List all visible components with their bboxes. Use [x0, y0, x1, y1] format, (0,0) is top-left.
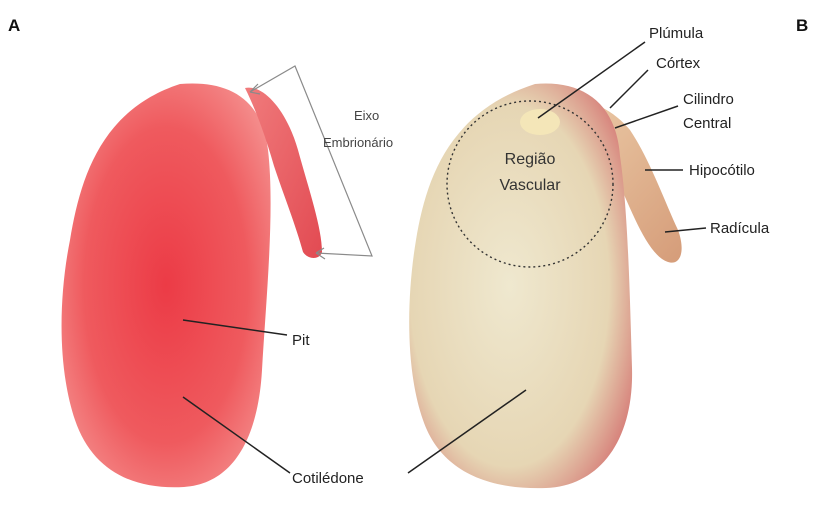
- panel-label-b: B: [796, 16, 808, 35]
- label-eixo-line2: Embrionário: [323, 135, 393, 150]
- panel-label-a: A: [8, 16, 20, 35]
- label-plumula: Plúmula: [649, 25, 704, 42]
- label-pit: Pit: [292, 332, 310, 349]
- label-regiao-line1: Região: [505, 151, 556, 168]
- label-eixo-line1: Eixo: [354, 108, 379, 123]
- label-radicula: Radícula: [710, 220, 770, 237]
- seed-a: [62, 83, 322, 487]
- cortex-leader-line: [610, 70, 648, 108]
- label-regiao-line2: Vascular: [499, 177, 561, 194]
- label-hipocotilo: Hipocótilo: [689, 162, 755, 179]
- label-cortex: Córtex: [656, 55, 701, 72]
- label-cilindro-line1: Cilindro: [683, 91, 734, 108]
- seed-a-cotyledon: [62, 83, 271, 487]
- label-cilindro-line2: Central: [683, 115, 731, 132]
- seed-b-plumula: [520, 109, 560, 135]
- seed-b-cotyledon: [409, 84, 632, 489]
- label-cotiledone: Cotilédone: [292, 470, 364, 487]
- cilindro-leader-line: [615, 106, 678, 128]
- seed-b: [409, 84, 681, 489]
